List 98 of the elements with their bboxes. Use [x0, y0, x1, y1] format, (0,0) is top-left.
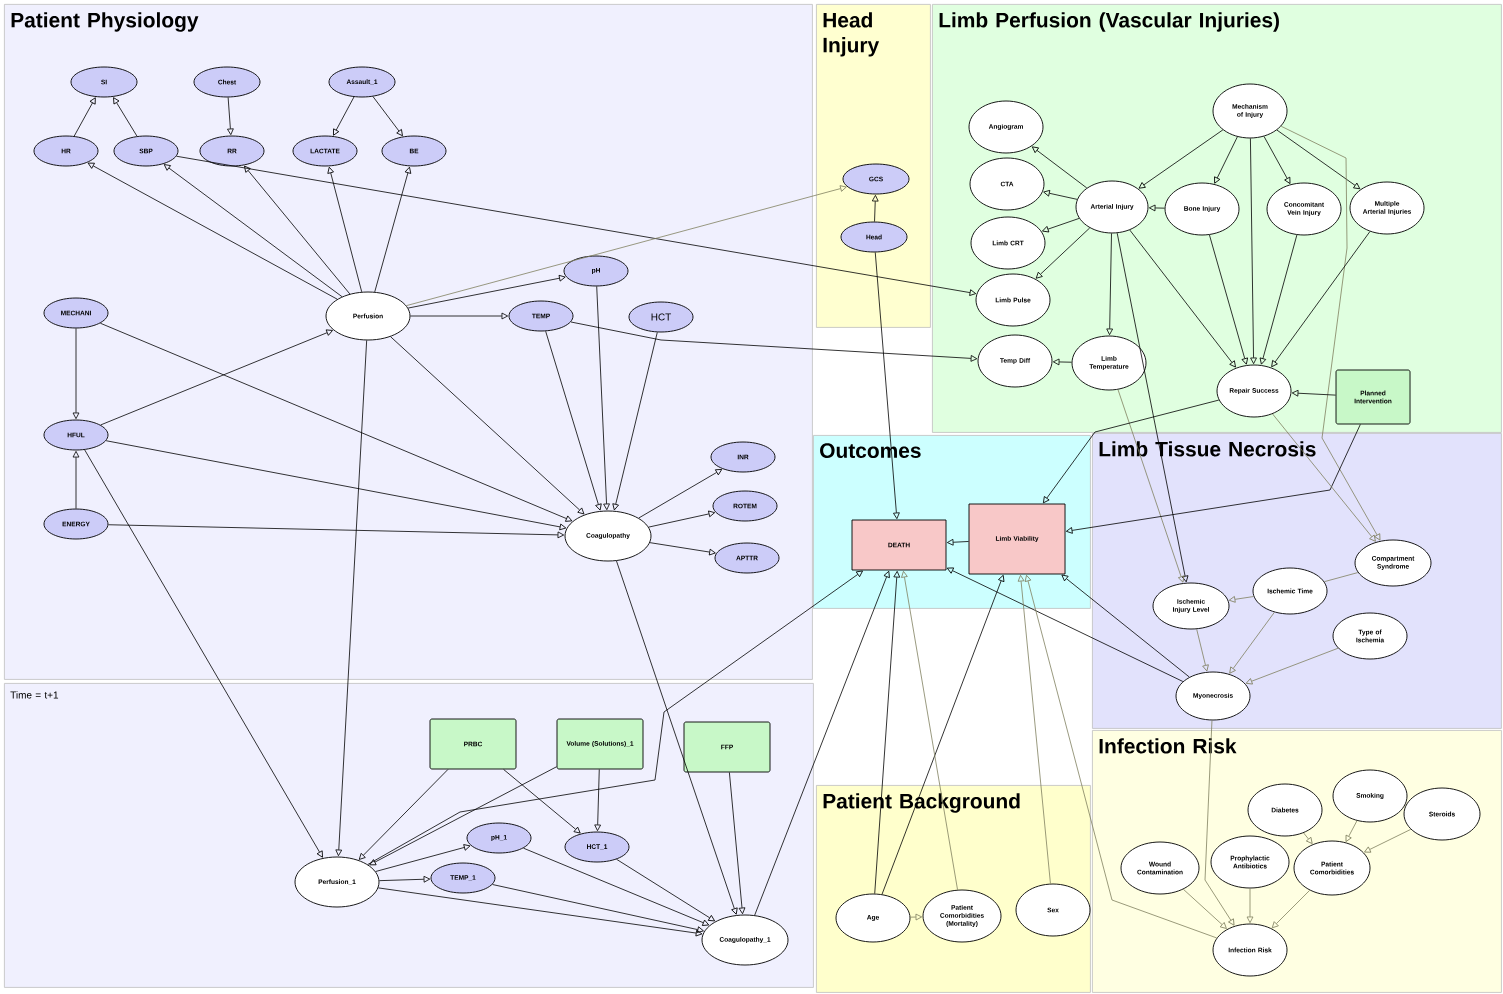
arrow [616, 858, 716, 922]
arrow [1138, 129, 1224, 189]
arrow [1031, 146, 1088, 189]
arrow [84, 449, 323, 858]
panel-heading: Patient Physiology [11, 12, 199, 32]
arrow [1345, 820, 1358, 842]
arrow [1209, 234, 1249, 365]
arrow [612, 331, 658, 511]
arrow [1276, 129, 1361, 190]
panel-heading: Head Injury [823, 12, 880, 57]
arrow [503, 769, 581, 834]
arrow [874, 252, 900, 520]
arrow [1204, 720, 1235, 926]
arrow [1364, 829, 1412, 853]
arrow [648, 510, 716, 528]
arrow [99, 322, 573, 522]
arrow [369, 766, 557, 866]
arrow [1246, 888, 1254, 924]
arrow [406, 185, 847, 307]
arrow [410, 312, 509, 320]
arrow [1043, 189, 1078, 200]
arrow [407, 274, 566, 309]
arrow [1229, 611, 1275, 674]
arrow [1228, 596, 1254, 603]
arrow [87, 162, 338, 300]
arrow [1148, 204, 1165, 212]
arrow [333, 96, 355, 136]
arrow [1259, 234, 1298, 365]
arrow [100, 329, 333, 426]
arrow [1271, 231, 1371, 368]
arrow [570, 321, 978, 362]
panel-heading: Time = t+1 [10, 691, 59, 699]
panel-heading: Limb Tissue Necrosis [1099, 441, 1316, 457]
arrow [1117, 389, 1185, 583]
arrow [327, 166, 363, 293]
arrow [1043, 399, 1220, 504]
arrow [1196, 628, 1209, 672]
arrow [372, 96, 403, 137]
arrow [72, 328, 80, 420]
arrow [594, 769, 601, 832]
arrow [901, 570, 958, 891]
arrow [1272, 413, 1376, 542]
arrow [105, 440, 567, 531]
arrow [946, 567, 1184, 682]
arrow [874, 570, 901, 894]
arrow [367, 570, 863, 865]
arrow [754, 570, 890, 916]
arrow [649, 542, 716, 556]
arrow [1035, 227, 1091, 279]
arrow [335, 340, 368, 857]
arrow [1271, 889, 1311, 929]
arrow [1245, 647, 1339, 685]
arrow [492, 884, 704, 933]
arrow [729, 772, 746, 915]
arrow [1303, 832, 1313, 844]
arrow [227, 97, 234, 136]
arrow [377, 887, 703, 937]
arrow [108, 524, 565, 539]
panel-heading: Infection Risk [1099, 738, 1237, 754]
arrow [881, 574, 1005, 895]
arrow [113, 97, 138, 137]
arrow [946, 538, 969, 546]
arrow [1214, 136, 1238, 184]
arrow [244, 165, 351, 295]
arrow [1042, 218, 1080, 233]
arrow [374, 166, 412, 293]
panel-heading: Limb Perfusion (Vascular Injuries) [939, 12, 1279, 32]
panel-heading: Patient Background [823, 793, 1020, 813]
panel-heading: Outcomes [820, 443, 921, 458]
arrow [523, 847, 710, 926]
arrow [1250, 138, 1257, 365]
arrow [1017, 574, 1051, 884]
arrow [1065, 424, 1361, 534]
arrow [1291, 389, 1336, 397]
arrow [1024, 574, 1218, 939]
arrow [358, 769, 449, 860]
arrow [596, 286, 610, 511]
arrow [1061, 574, 1190, 678]
arrow [616, 560, 738, 915]
arrow [375, 844, 471, 872]
arrow [910, 913, 923, 921]
arrow [72, 450, 80, 509]
arrow [176, 155, 977, 296]
arrow [1116, 232, 1189, 583]
arrow [1183, 888, 1227, 929]
arrow [379, 875, 431, 883]
arrow [1106, 233, 1113, 336]
arrow [163, 164, 343, 298]
arrow [1263, 136, 1291, 184]
arrow [73, 97, 96, 137]
arrow [638, 469, 723, 519]
arrow [545, 330, 602, 511]
arrow [1280, 125, 1381, 541]
arrow [1052, 358, 1072, 366]
line [1323, 572, 1359, 583]
arrow [871, 194, 879, 222]
arrow [390, 336, 585, 515]
arrow [1129, 229, 1236, 368]
